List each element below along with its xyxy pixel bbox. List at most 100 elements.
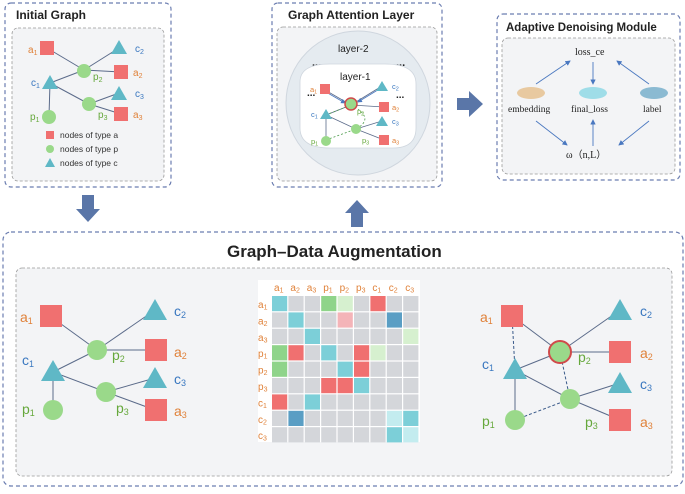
matrix-cell [321,312,337,328]
initial-graph-title: Initial Graph [16,8,86,22]
matrix-col-label: c3 [405,283,414,295]
matrix-cell [386,296,402,312]
final-loss-ellipse [579,87,607,99]
label-c2: c2 [135,44,144,56]
aug-left-node-a3 [145,399,167,421]
label-p1: p1 [30,112,40,124]
matrix-col-label: a3 [307,283,317,295]
matrix-col-label: p1 [323,283,333,295]
matrix-cell [354,427,370,443]
matrix-cell [403,427,419,443]
label-a2: a2 [133,68,143,80]
aug-left-label-c3: c3 [174,371,186,388]
matrix-cell [304,427,320,443]
aug-right-node-a3 [609,409,631,431]
matrix-cell [403,410,419,426]
layer2-label: layer-2 [338,44,369,55]
omega-label: ω（n,L） [566,149,606,161]
matrix-cell [321,427,337,443]
aug-right-node-a2 [609,341,631,363]
label-a3: a3 [133,110,143,122]
layer2-dots-left: ... [312,57,321,69]
aug-left-node-c3 [143,367,167,388]
matrix-cell [403,296,419,312]
matrix-row-label: c3 [258,431,267,443]
matrix-cell [403,394,419,410]
aug-left-node-c1 [41,360,65,381]
matrix-cell [354,394,370,410]
matrix-cell [354,410,370,426]
aug-left-label-a1: a1 [20,309,33,326]
matrix-cell [272,328,288,344]
aug-left-node-a2 [145,339,167,361]
matrix-row-label: a3 [258,333,268,345]
aug-right-label-c2: c2 [640,303,652,320]
matrix-row-label: p3 [258,382,268,394]
node-p1 [42,110,56,124]
matrix-cell [304,410,320,426]
matrix-cell [272,394,288,410]
matrix-row-label: a1 [258,300,268,312]
augment-title: Graph–Data Augmentation [227,242,442,261]
matrix-cell [354,328,370,344]
matrix-cells [272,296,419,443]
aug-left-label-c1: c1 [22,352,34,369]
matrix-col-label: a1 [274,283,284,295]
aug-right-label-c1: c1 [482,356,494,373]
matrix-col-label: a2 [290,283,300,295]
att-label-c2: c2 [392,82,399,93]
arrow-initial-to-augment [76,195,100,222]
augment-right-graph: a1 c1 p1 p2 p3 c2 a2 c3 a3 [480,299,653,431]
att-label-p2: p2 [357,107,364,118]
matrix-cell [321,328,337,344]
matrix-cell [272,312,288,328]
aug-left-node-c2 [143,299,167,320]
matrix-cell [337,378,353,394]
node-p2 [77,64,91,78]
att-node-p2 [344,97,358,111]
matrix-cell [304,328,320,344]
embedding-label: embedding [508,105,550,115]
arrow-augment-to-attention [345,200,369,227]
matrix-cell [321,296,337,312]
aug-right-node-c1 [503,358,527,379]
matrix-cell [403,378,419,394]
label-p3: p3 [98,110,108,122]
legend-label-a: nodes of type a [60,130,118,140]
matrix-cell [272,378,288,394]
matrix-cell [337,328,353,344]
att-node-c1 [320,109,332,119]
att-label-c1: c1 [311,110,318,121]
aug-left-node-a1 [40,305,62,327]
matrix-cell [288,345,304,361]
att-label-a2: a2 [392,103,399,114]
matrix-cell [354,296,370,312]
matrix-cell [321,361,337,377]
legend-triangle-icon [45,158,55,167]
attention-title: Graph Attention Layer [288,8,415,22]
matrix-col-label: c1 [372,283,381,295]
matrix-cell [403,345,419,361]
matrix-cell [403,312,419,328]
attention-panel: Graph Attention Layer layer-2 ... ... la… [271,2,443,188]
aug-right-label-a3: a3 [640,414,653,431]
aug-right-label-p2: p2 [578,349,591,366]
aug-right-node-p2 [548,340,572,364]
matrix-cell [370,312,386,328]
matrix-cell [337,296,353,312]
matrix-cell [304,296,320,312]
augment-panel: Graph–Data Augmentation [2,231,684,487]
label-c1: c1 [31,78,40,90]
aug-left-node-p2 [87,340,107,360]
aug-right-node-p3 [560,389,580,409]
matrix-row-label: c2 [258,415,267,427]
node-a1 [40,41,54,55]
aug-left-label-p3: p3 [116,400,129,417]
matrix-row-label: p2 [258,366,268,378]
matrix-cell [337,427,353,443]
matrix-cell [288,394,304,410]
matrix-col-label: p3 [356,283,366,295]
matrix-cell [288,410,304,426]
